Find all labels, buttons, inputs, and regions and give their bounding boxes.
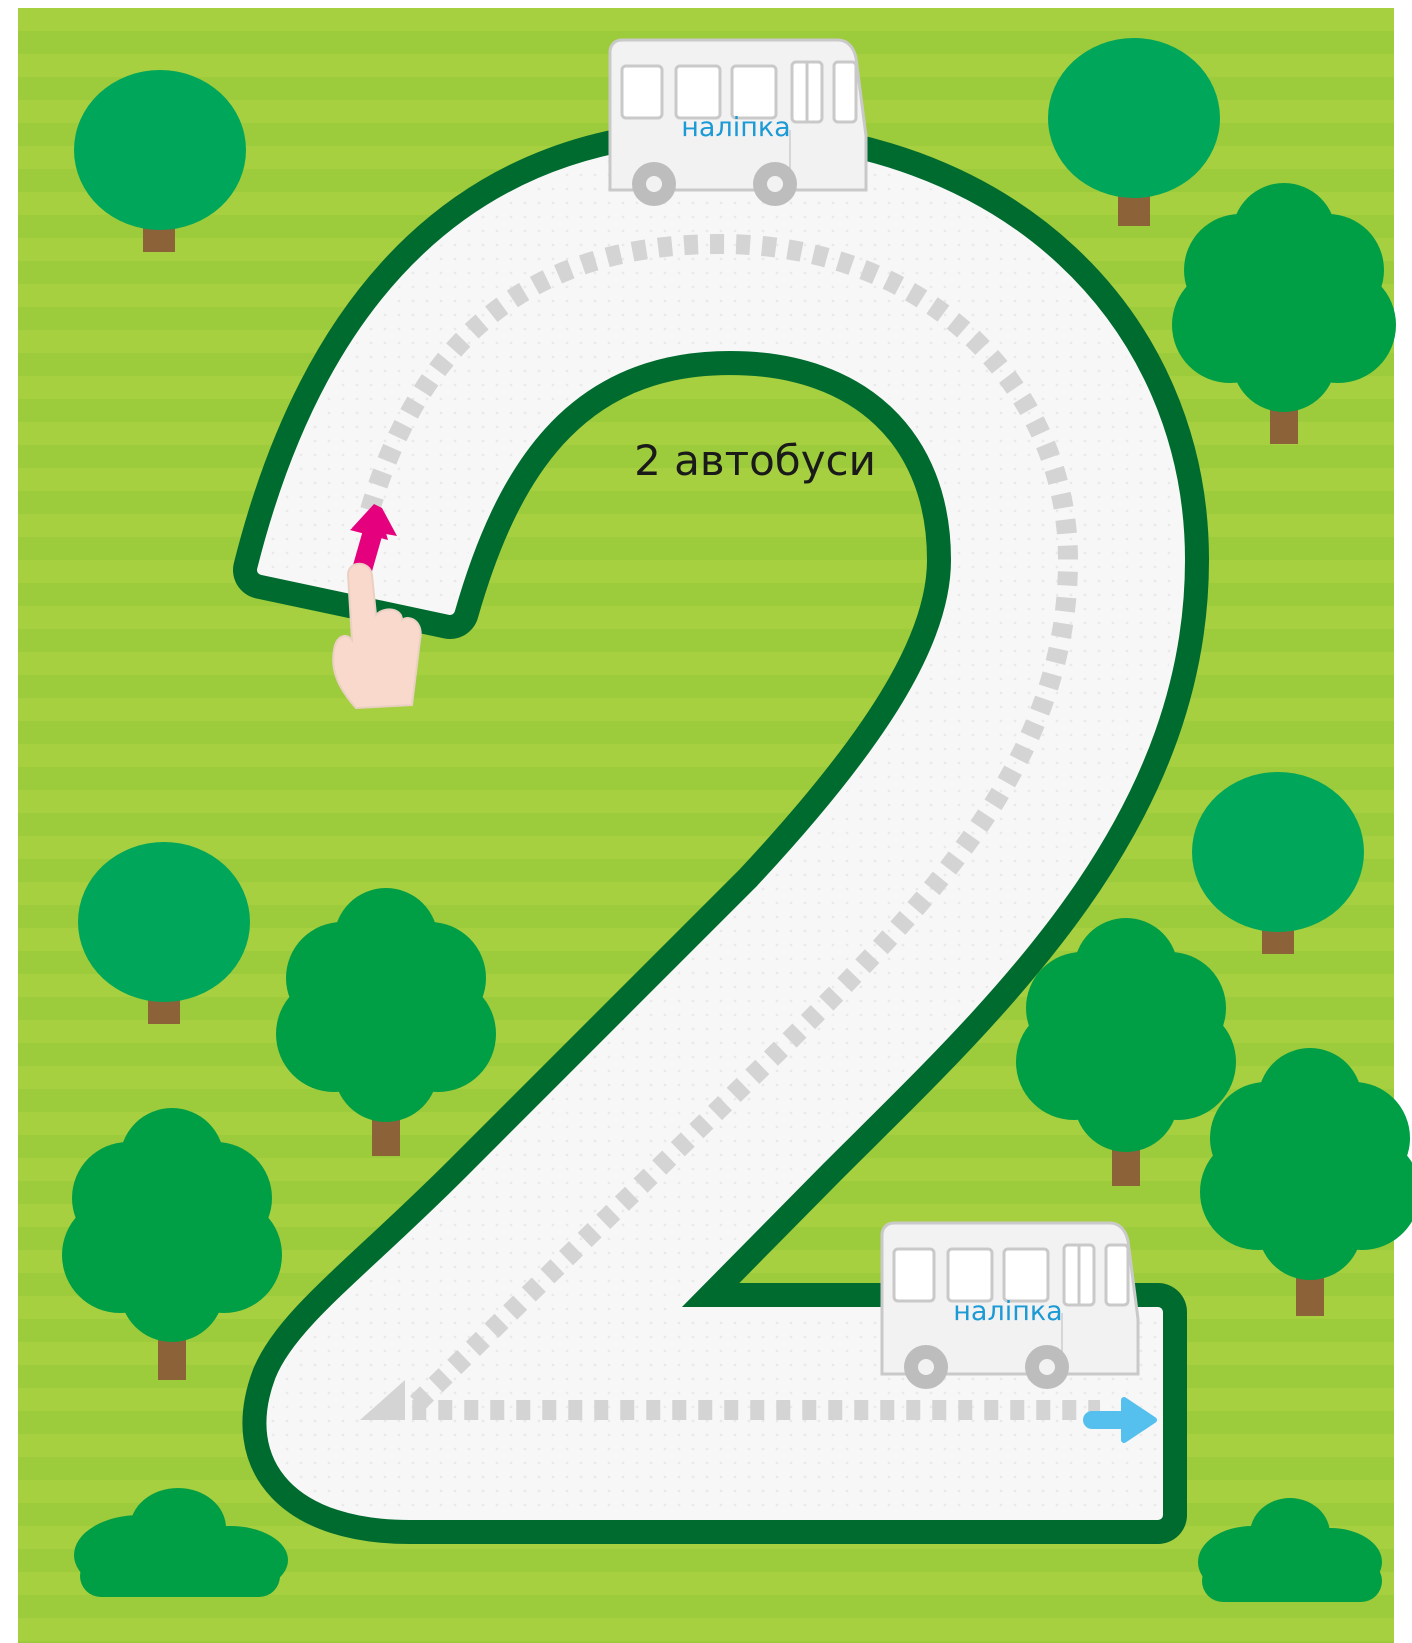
grass-stripe [18, 744, 1394, 767]
tree-round-top-right [1048, 38, 1220, 226]
tree-bushy-left-lower [62, 1108, 282, 1380]
tree-bushy-right-upper [1172, 183, 1396, 444]
tree-round-top-left [74, 70, 246, 252]
bush-bottom-left [74, 1488, 288, 1597]
road-numeral-two [233, 119, 1209, 1544]
grass-stripe [18, 1618, 1394, 1641]
tree-bushy-right-lower-2 [1200, 1048, 1412, 1316]
road-texture [262, 148, 1180, 1515]
grass-stripe [18, 836, 1394, 859]
grass-stripe [18, 376, 1394, 399]
bus-sticker-bottom[interactable]: наліпка [880, 1221, 1140, 1389]
bus-sticker-label: наліпка [953, 1296, 1062, 1327]
page-caption: 2 автобуси [634, 436, 876, 485]
grass-stripe [18, 8, 1394, 31]
bus-sticker-top[interactable]: наліпка [608, 38, 868, 206]
pointing-hand-icon [332, 562, 422, 710]
tree-bushy-right-lower-1 [1016, 918, 1236, 1186]
lane-dashes [360, 233, 1100, 1420]
lane-start-triangle [360, 1380, 405, 1420]
tree-bushy-left-middle [276, 888, 496, 1156]
bus-sticker-label: наліпка [681, 112, 790, 143]
bush-bottom-right [1198, 1498, 1382, 1602]
grass-stripe [18, 1572, 1394, 1595]
tree-round-right-middle [1192, 772, 1364, 954]
grass-stripe [18, 790, 1394, 813]
tree-round-left-middle [78, 842, 250, 1024]
arrow-right-icon [1083, 1397, 1157, 1443]
